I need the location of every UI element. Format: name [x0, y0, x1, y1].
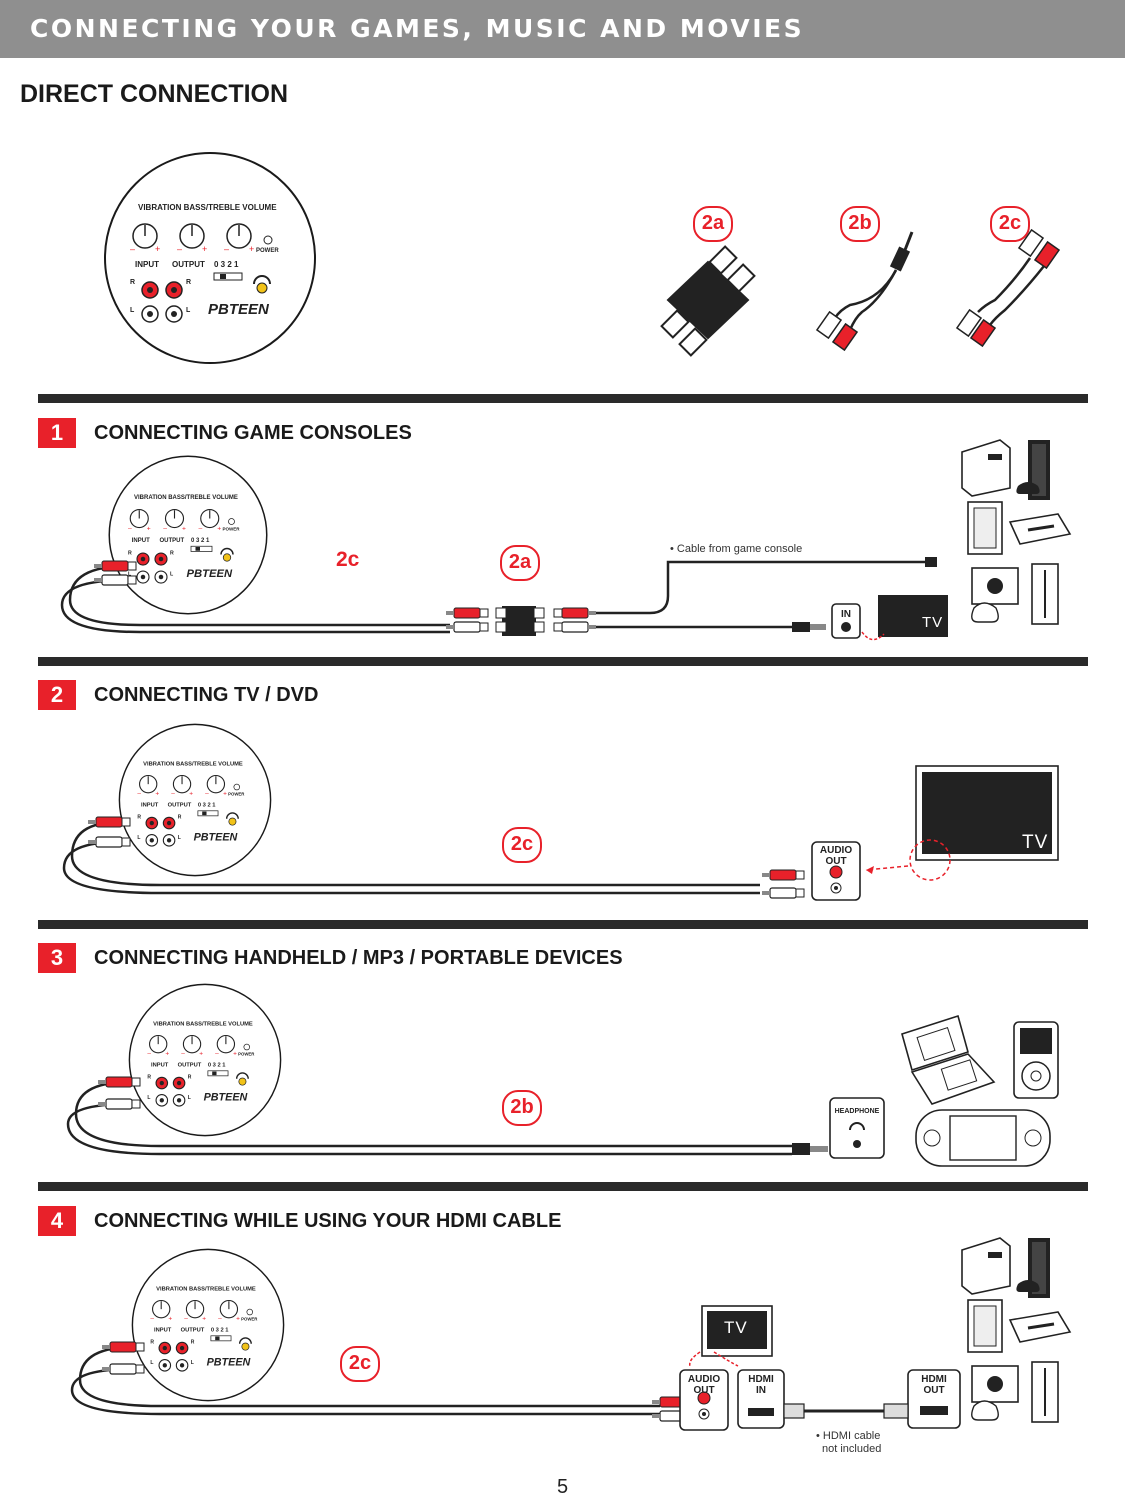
section-1-cable-2a-label: 2a	[500, 545, 540, 581]
section-1-number: 1	[38, 418, 76, 448]
section-4-rule	[38, 1182, 1088, 1191]
page-title: CONNECTING YOUR GAMES, MUSIC AND MOVIES	[30, 14, 805, 43]
section-4-tv-label: TV	[724, 1318, 748, 1337]
section-1-title: CONNECTING GAME CONSOLES	[94, 422, 412, 444]
section-4-hdmi-note-line2: not included	[822, 1443, 882, 1455]
cable-2b-label: 2b	[840, 206, 880, 242]
section-3-headphone-label: HEADPHONE	[834, 1108, 880, 1115]
section-4-hdmi-in-label: HDMI IN	[748, 1374, 774, 1396]
section-4-cable-2c-label: 2c	[340, 1346, 380, 1382]
section-2-rule	[38, 657, 1088, 666]
page-number: 5	[556, 1476, 569, 1498]
title-banner: CONNECTING YOUR GAMES, MUSIC AND MOVIES	[0, 0, 1125, 58]
section-3-rule	[38, 920, 1088, 929]
cable-2b	[815, 231, 914, 352]
section-4-hdmi-note-line1: • HDMI cable	[816, 1430, 881, 1442]
section-2-audio-out-label: AUDIO OUT	[819, 845, 853, 867]
section-4-number: 4	[38, 1206, 76, 1236]
cable-2c	[955, 228, 1061, 348]
section-1-rule	[38, 394, 1088, 403]
cable-2a-adapter	[660, 245, 756, 357]
cable-2c-label: 2c	[990, 206, 1030, 242]
section-4-audio-out-label: AUDIO OUT	[687, 1374, 721, 1396]
section-2-number: 2	[38, 680, 76, 710]
section-1-cable-2c-label: 2c	[336, 548, 360, 571]
section-1-tv-label: TV	[922, 614, 944, 631]
cable-2a-label: 2a	[693, 206, 733, 242]
section-4-hdmi-out-label: HDMI OUT	[921, 1374, 947, 1396]
section-3-number: 3	[38, 943, 76, 973]
section-1-in-port-label: IN	[841, 609, 851, 620]
section-3-cable-2b-label: 2b	[502, 1090, 542, 1126]
section-2-cable-2c-label: 2c	[502, 827, 542, 863]
section-2-title: CONNECTING TV / DVD	[94, 684, 319, 706]
section-1-cable-note: • Cable from game console	[670, 543, 803, 555]
direct-connection-heading: DIRECT CONNECTION	[20, 80, 289, 108]
section-3-title: CONNECTING HANDHELD / MP3 / PORTABLE DEV…	[94, 947, 623, 969]
section-2-tv-label: TV	[1022, 832, 1049, 853]
section-4-title: CONNECTING WHILE USING YOUR HDMI CABLE	[94, 1210, 562, 1232]
